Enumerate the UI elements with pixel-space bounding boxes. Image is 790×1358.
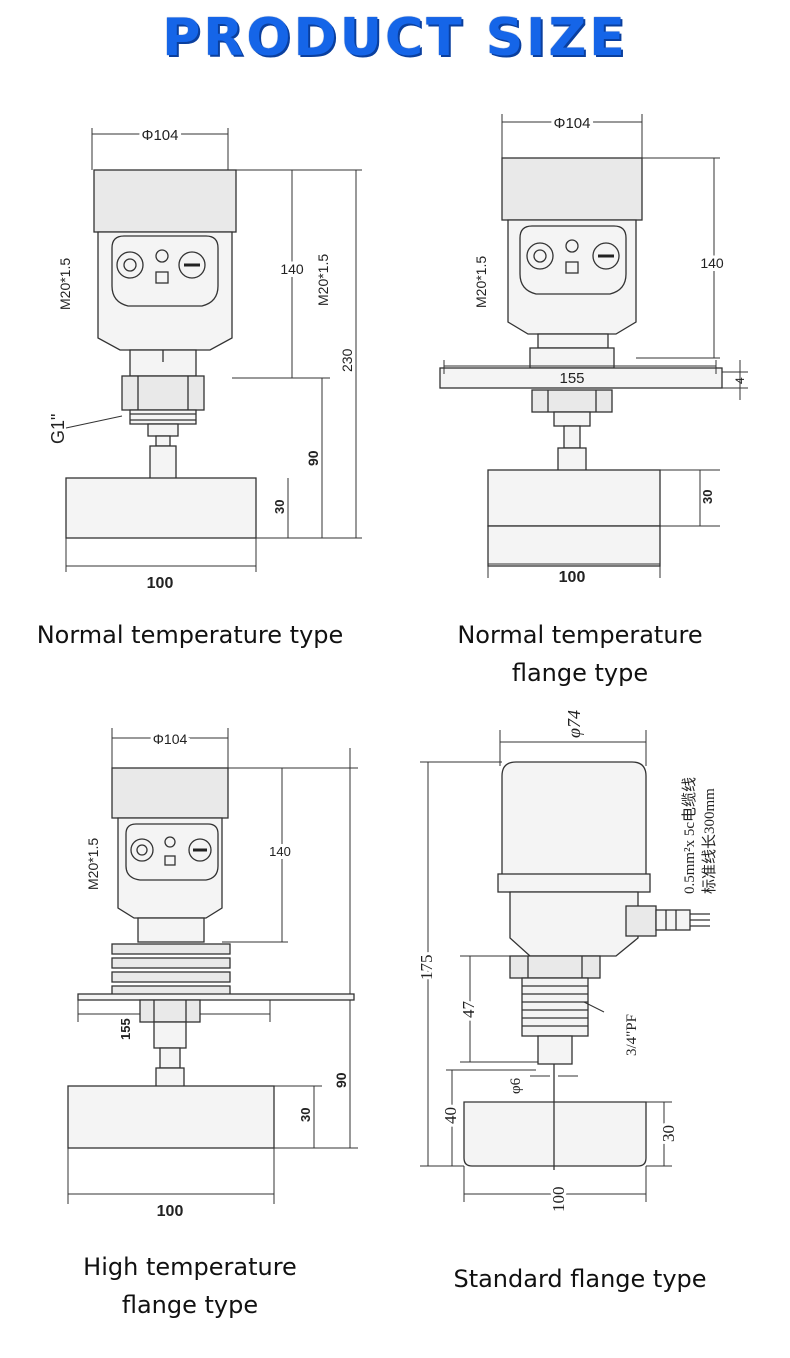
caption-standard-flange: Standard flange type: [410, 1260, 750, 1298]
caption-normal-temperature: Normal temperature type: [10, 616, 370, 654]
dia-label: Φ104: [142, 127, 179, 144]
diagram-normal-flange: Φ104 155 4 100 M20*1.5 140 30: [439, 112, 748, 586]
caption-line: Normal temperature type: [36, 621, 344, 649]
height-90-label: 90: [333, 1072, 349, 1088]
dia-label: Φ104: [153, 731, 188, 747]
caption-line-2: flange type: [121, 1291, 259, 1319]
height-30-label: 30: [700, 490, 715, 504]
caption-normal-flange: Normal temperature flange type: [410, 616, 750, 692]
height-47-label: 47: [459, 1001, 478, 1019]
height-40-label: 40: [441, 1107, 460, 1124]
cable-length-label: 标准线长300mm: [701, 788, 718, 894]
height-30-label: 30: [659, 1125, 678, 1142]
thread2-label: M20*1.5: [315, 254, 331, 306]
cable-spec-label: 0.5mm²x 5c电缆线: [681, 777, 698, 894]
caption-line-1: Normal temperature: [457, 621, 703, 649]
width-label: 100: [157, 1203, 184, 1220]
shaft-label: φ6: [508, 1077, 524, 1094]
height-140-label: 140: [280, 261, 304, 277]
caption-line-1: High temperature: [83, 1253, 297, 1281]
height-30-label: 30: [272, 500, 287, 514]
page-title: PRODUCT SIZE: [162, 8, 628, 68]
height-230-label: 230: [339, 348, 355, 372]
height-90-label: 90: [305, 450, 321, 466]
dia-label: Φ104: [554, 115, 591, 132]
dia-label: φ74: [564, 710, 584, 738]
width-label: 100: [559, 569, 586, 586]
diagram-normal-temperature: Φ104 100 M20*1.5 G1" 140 230 M20*1.5 90 …: [48, 124, 362, 592]
thread-label: M20*1.5: [85, 838, 101, 890]
flange-label: 155: [559, 370, 584, 387]
height-140-label: 140: [269, 844, 291, 859]
thread-label: M20*1.5: [57, 258, 73, 310]
caption-high-temperature-flange: High temperature flange type: [20, 1248, 360, 1324]
connection-label: G1": [48, 414, 68, 444]
caption-line-2: flange type: [511, 659, 649, 687]
caption-line: Standard flange type: [453, 1265, 707, 1293]
height-30-label: 30: [298, 1108, 313, 1122]
height-140-label: 140: [700, 255, 724, 271]
diagram-high-temperature-flange: Φ104 155 100 M20*1.5 140 90 30: [67, 728, 358, 1220]
height-175-label: 175: [417, 955, 436, 981]
thread-label: 3/4"PF: [624, 1014, 640, 1056]
width-label: 100: [549, 1187, 568, 1213]
thread-label: M20*1.5: [473, 256, 489, 308]
flange-label: 155: [118, 1018, 133, 1040]
diagram-standard-flange: φ74 0.5mm²x 5c电缆线 标准线长300mm 3/4"PF φ6 17…: [414, 710, 718, 1215]
width-label: 100: [147, 575, 174, 592]
thickness-label: 4: [733, 377, 747, 384]
